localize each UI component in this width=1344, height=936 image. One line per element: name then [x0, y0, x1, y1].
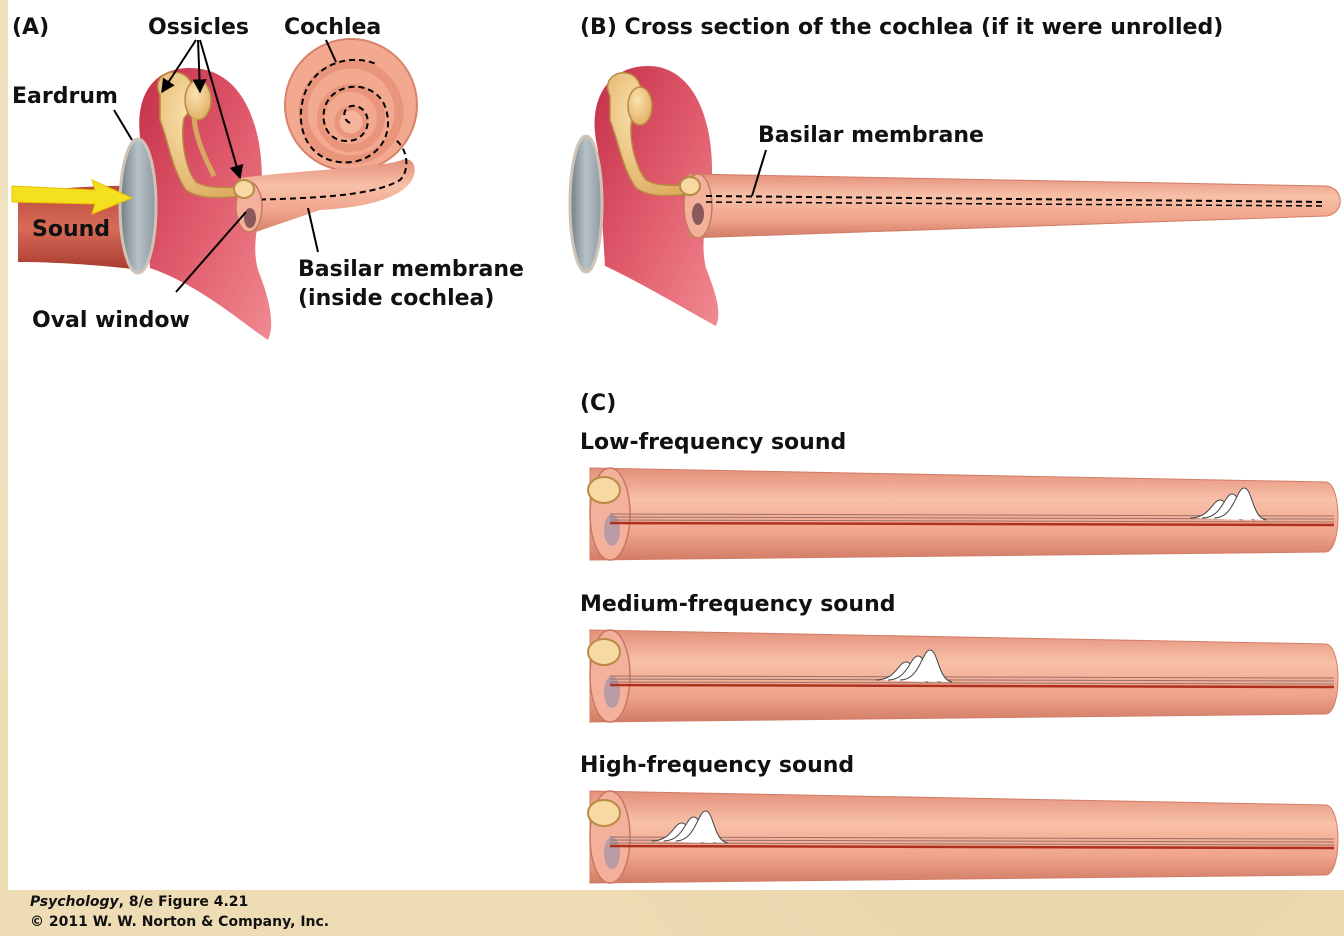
panel-a-tag: (A) [12, 15, 49, 40]
oval-window-a [244, 208, 256, 228]
stapes [588, 477, 620, 503]
frequency-row: High-frequency sound [580, 753, 1338, 883]
stapes [588, 639, 620, 665]
basilar-label-a2: (inside cochlea) [298, 286, 494, 311]
round-window [604, 514, 620, 546]
frequency-label: Low-frequency sound [580, 430, 846, 455]
unrolled-cochlea [688, 174, 1340, 238]
stapes [588, 800, 620, 826]
frequency-row: Low-frequency sound [580, 430, 1338, 560]
panel-a: (A) Ossicles Cochlea Eardrum Sound Oval … [12, 15, 524, 340]
cochlea-label: Cochlea [284, 15, 381, 40]
frequency-label: Medium-frequency sound [580, 592, 895, 617]
basilar-label-b: Basilar membrane [758, 123, 984, 148]
eardrum-a [120, 139, 156, 273]
eardrum-label: Eardrum [12, 84, 118, 109]
copyright: © 2011 W. W. Norton & Company, Inc. [30, 914, 329, 930]
panel-b: (B) Cross section of the cochlea (if it … [570, 15, 1340, 326]
ossicles-label: Ossicles [148, 15, 249, 40]
panel-c-tag: (C) [580, 391, 616, 416]
oval-window-label: Oval window [32, 308, 190, 333]
basilar-label-a1: Basilar membrane [298, 257, 524, 282]
panel-b-title: (B) Cross section of the cochlea (if it … [580, 15, 1223, 40]
eardrum-b [570, 136, 602, 272]
oval-window-b [692, 203, 704, 225]
figure-credit: Psychology, 8/e Figure 4.21 [30, 894, 248, 910]
book-title: Psychology [30, 894, 119, 910]
frequency-row: Medium-frequency sound [580, 592, 1338, 722]
sound-label: Sound [32, 217, 110, 242]
frequency-label: High-frequency sound [580, 753, 854, 778]
panel-c: (C) Low-frequency soundMedium-frequency … [580, 391, 1338, 883]
round-window [604, 676, 620, 708]
cochlea-spiral [285, 39, 417, 171]
round-window [604, 837, 620, 869]
cochlea-tube [238, 159, 415, 234]
book-edition: , 8/e Figure 4.21 [119, 894, 249, 910]
